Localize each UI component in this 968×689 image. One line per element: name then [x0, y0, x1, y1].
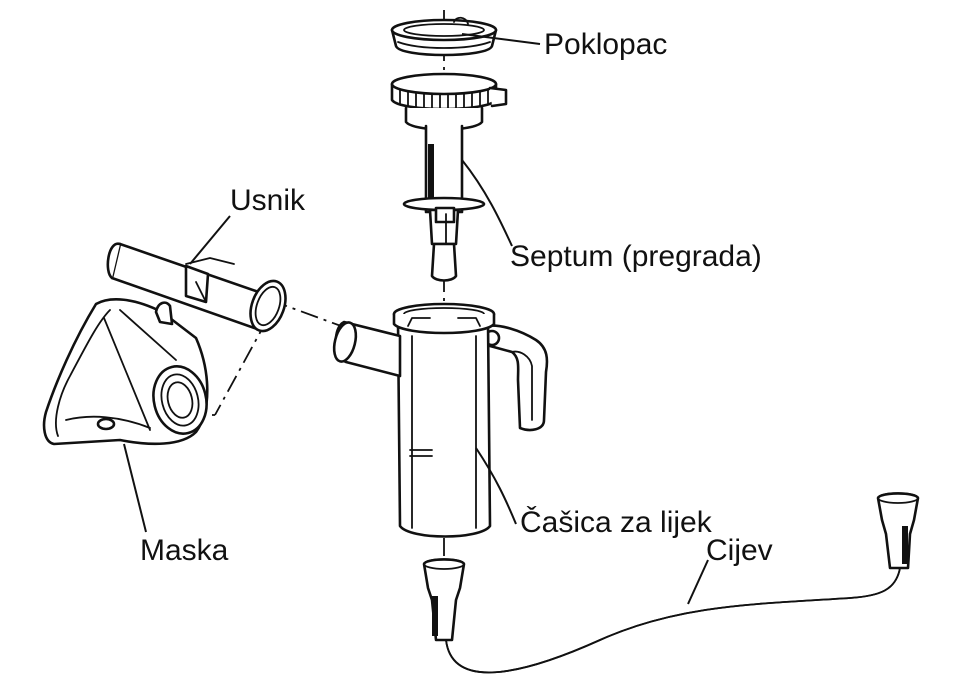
- medicine-cup-part: [332, 302, 549, 538]
- septum-part: [390, 72, 508, 282]
- mouthpiece-leader: [189, 215, 231, 265]
- tube-part: [422, 492, 920, 674]
- tube-label: Cijev: [706, 534, 773, 567]
- septum-leader: [461, 159, 513, 247]
- tube-leader: [687, 559, 709, 605]
- septum-label: Septum (pregrada): [510, 240, 762, 273]
- mask-leader: [123, 443, 147, 533]
- mouthpiece-part: [106, 242, 287, 333]
- cup-leader: [475, 447, 517, 525]
- lid-label: Poklopac: [544, 28, 667, 61]
- mouthpiece-label: Usnik: [230, 184, 306, 217]
- lid-leader: [461, 33, 541, 45]
- mask-part: [42, 298, 209, 446]
- medicine-cup-label: Čašica za lijek: [520, 505, 713, 539]
- mask-axis-1: [214, 317, 269, 416]
- mask-label: Maska: [140, 534, 229, 567]
